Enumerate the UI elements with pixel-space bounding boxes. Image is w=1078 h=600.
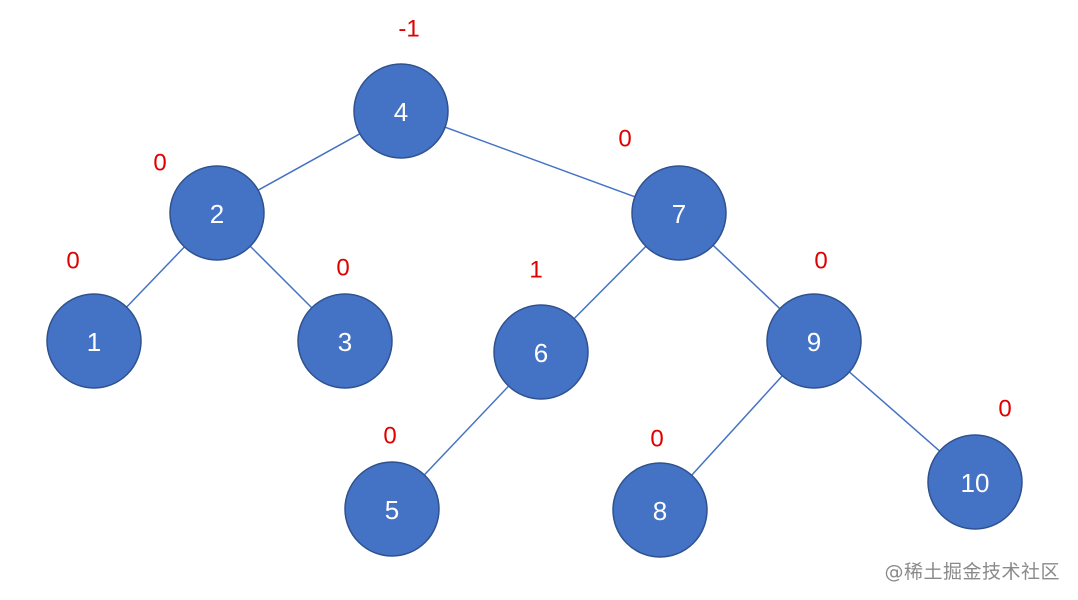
node-circle xyxy=(631,165,727,261)
node-circle xyxy=(766,293,862,389)
node-circle xyxy=(493,304,589,400)
node-circle xyxy=(46,293,142,389)
balance-factor-6: 1 xyxy=(529,257,542,284)
tree-node-5: 5 xyxy=(344,461,440,557)
balance-factors: -1 0 0 0 0 1 0 0 0 0 xyxy=(66,16,1011,453)
edge-n9-n10 xyxy=(848,371,941,452)
node-label: 1 xyxy=(87,327,101,357)
tree-node-9: 9 xyxy=(766,293,862,389)
edge-n7-n9 xyxy=(712,244,781,310)
edge-n7-n6 xyxy=(573,245,647,320)
node-circle xyxy=(344,461,440,557)
balance-factor-10: 0 xyxy=(998,396,1011,423)
node-circle xyxy=(297,293,393,389)
edge-n4-n7 xyxy=(444,126,636,198)
tree-node-3: 3 xyxy=(297,293,393,389)
node-label: 5 xyxy=(385,495,399,525)
node-label: 10 xyxy=(961,468,990,498)
node-label: 8 xyxy=(653,496,667,526)
edge-n6-n5 xyxy=(423,385,510,476)
tree-node-1: 1 xyxy=(46,293,142,389)
node-label: 7 xyxy=(672,199,686,229)
edge-n4-n2 xyxy=(257,133,361,191)
node-label: 4 xyxy=(394,97,408,127)
node-circle xyxy=(353,63,449,159)
edge-n2-n3 xyxy=(249,245,313,309)
tree-node-6: 6 xyxy=(493,304,589,400)
balance-factor-7: 0 xyxy=(618,126,631,153)
watermark-text: @稀土掘金技术社区 xyxy=(884,561,1060,583)
node-label: 6 xyxy=(534,338,548,368)
node-circle xyxy=(612,462,708,558)
balance-factor-8: 0 xyxy=(650,426,663,453)
balance-factor-3: 0 xyxy=(336,255,349,282)
balance-factor-1: 0 xyxy=(66,248,79,275)
edge-n9-n8 xyxy=(691,375,783,476)
edge-n2-n1 xyxy=(126,246,185,308)
node-circle xyxy=(169,165,265,261)
node-circle xyxy=(927,434,1023,530)
tree-node-10: 10 xyxy=(927,434,1023,530)
tree-node-8: 8 xyxy=(612,462,708,558)
node-label: 9 xyxy=(807,327,821,357)
tree-node-4: 4 xyxy=(353,63,449,159)
node-label: 2 xyxy=(210,199,224,229)
balance-factor-9: 0 xyxy=(814,248,827,275)
node-label: 3 xyxy=(338,327,352,357)
tree-node-2: 2 xyxy=(169,165,265,261)
tree-edges xyxy=(126,126,941,476)
balance-factor-5: 0 xyxy=(383,423,396,450)
balance-factor-4: -1 xyxy=(398,16,419,43)
tree-node-7: 7 xyxy=(631,165,727,261)
balance-factor-2: 0 xyxy=(153,150,166,177)
